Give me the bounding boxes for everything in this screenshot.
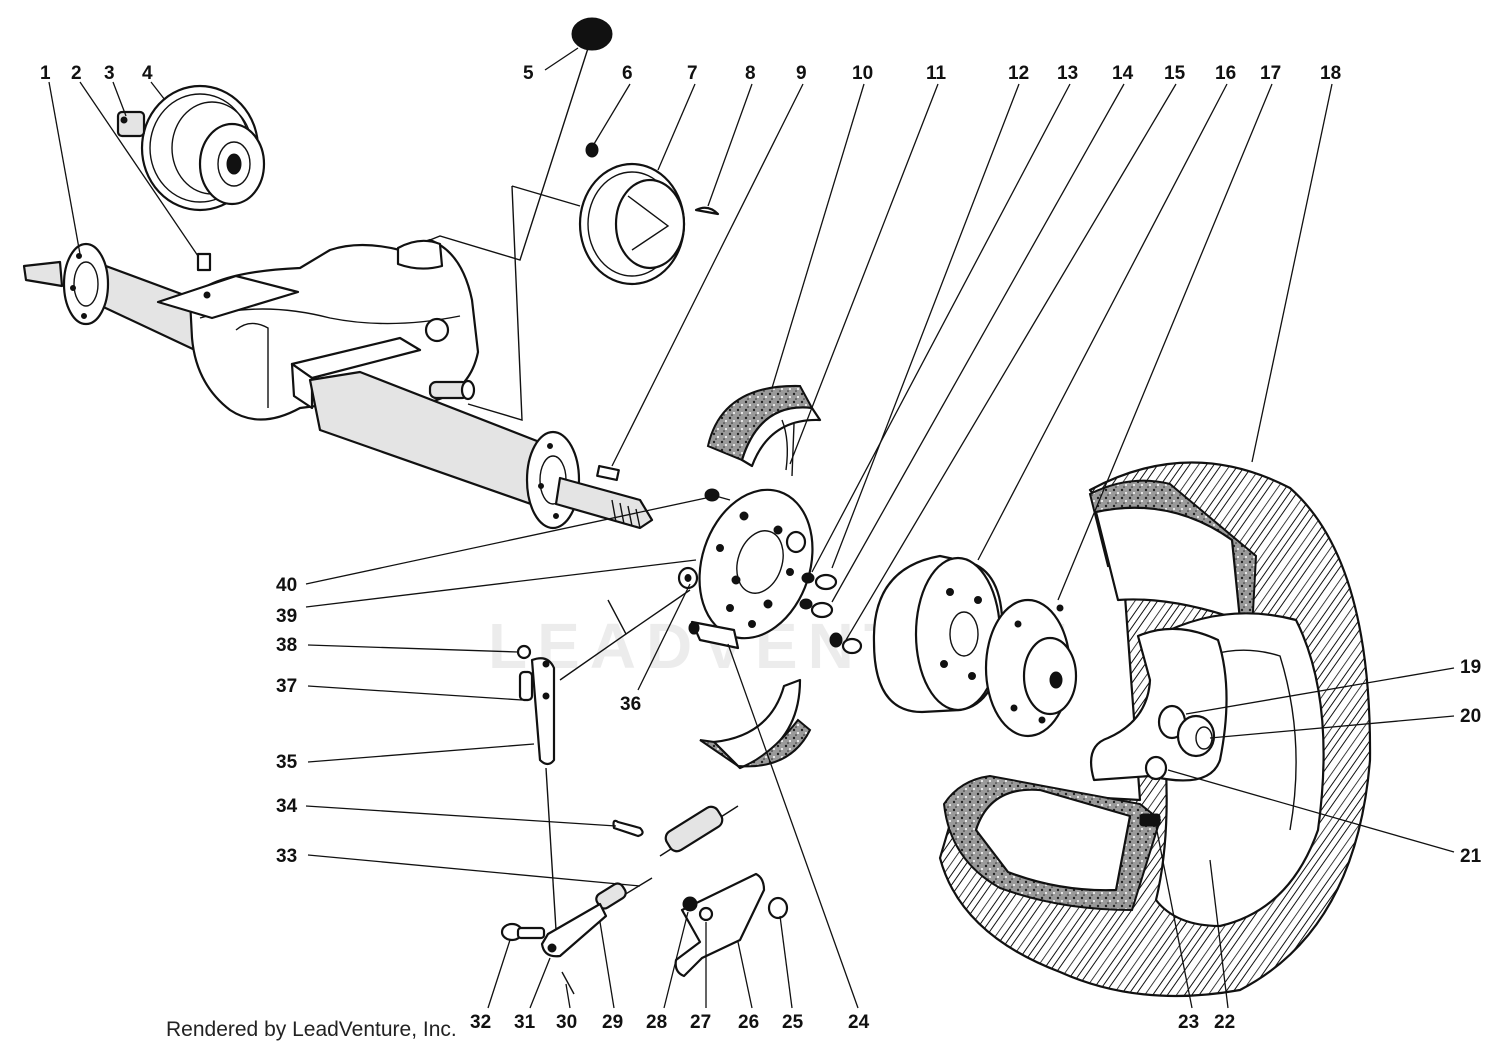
callout-7: 7	[687, 63, 698, 84]
bolt-40	[704, 488, 731, 502]
callout-10: 10	[852, 63, 873, 84]
callout-34: 34	[276, 796, 298, 817]
callout-32: 32	[470, 1012, 491, 1033]
callout-labels: 1 2 3 4 5 6 7 8 9 10 11 12 13 14 15 16 1…	[40, 63, 1482, 1033]
wheel-hub	[984, 598, 1078, 738]
callout-15: 15	[1164, 63, 1186, 84]
callout-14: 14	[1112, 63, 1134, 84]
callout-25: 25	[782, 1012, 804, 1033]
callout-37: 37	[276, 676, 297, 697]
brake-actuator	[688, 620, 740, 650]
shift-lever	[396, 17, 613, 270]
set-screw	[585, 142, 599, 158]
brake-shoe-lower	[699, 678, 812, 770]
callout-2: 2	[71, 63, 82, 84]
idler-pulley	[578, 162, 686, 286]
callout-19: 19	[1460, 657, 1481, 678]
callout-26: 26	[738, 1012, 759, 1033]
drive-pulley	[116, 84, 266, 212]
key-part	[196, 252, 212, 272]
credit-text: Rendered by LeadVenture, Inc.	[166, 1018, 457, 1041]
callout-40: 40	[276, 575, 297, 596]
callout-3: 3	[104, 63, 115, 84]
callout-38: 38	[276, 635, 297, 656]
callout-24: 24	[848, 1012, 870, 1033]
callout-23: 23	[1178, 1012, 1199, 1033]
callout-22: 22	[1214, 1012, 1235, 1033]
callout-36: 36	[620, 694, 641, 715]
callout-21: 21	[1460, 846, 1482, 867]
callout-33: 33	[276, 846, 297, 867]
callout-9: 9	[796, 63, 807, 84]
callout-18: 18	[1320, 63, 1341, 84]
wheel-bolt	[829, 632, 863, 655]
brake-linkage	[500, 589, 789, 995]
callout-8: 8	[745, 63, 756, 84]
callout-1: 1	[40, 63, 51, 84]
callout-6: 6	[622, 63, 633, 84]
callout-11: 11	[926, 63, 947, 84]
callout-28: 28	[646, 1012, 667, 1033]
brake-bolts	[799, 572, 838, 619]
callout-12: 12	[1008, 63, 1029, 84]
callout-4: 4	[142, 63, 153, 84]
leader-lines	[48, 47, 1455, 1009]
belt-line	[467, 185, 581, 421]
callout-5: 5	[523, 63, 534, 84]
callout-17: 17	[1260, 63, 1281, 84]
tire-wheel	[938, 461, 1372, 998]
woodruff-key	[694, 206, 720, 216]
callout-16: 16	[1215, 63, 1236, 84]
callout-29: 29	[602, 1012, 623, 1033]
callout-31: 31	[514, 1012, 536, 1033]
callout-13: 13	[1057, 63, 1078, 84]
callout-39: 39	[276, 606, 297, 627]
brake-drum	[872, 554, 1004, 714]
callout-20: 20	[1460, 706, 1481, 727]
callout-35: 35	[276, 752, 298, 773]
callout-27: 27	[690, 1012, 711, 1033]
callout-30: 30	[556, 1012, 577, 1033]
transaxle-assembly	[22, 238, 654, 530]
brake-shoe-upper	[706, 384, 822, 477]
